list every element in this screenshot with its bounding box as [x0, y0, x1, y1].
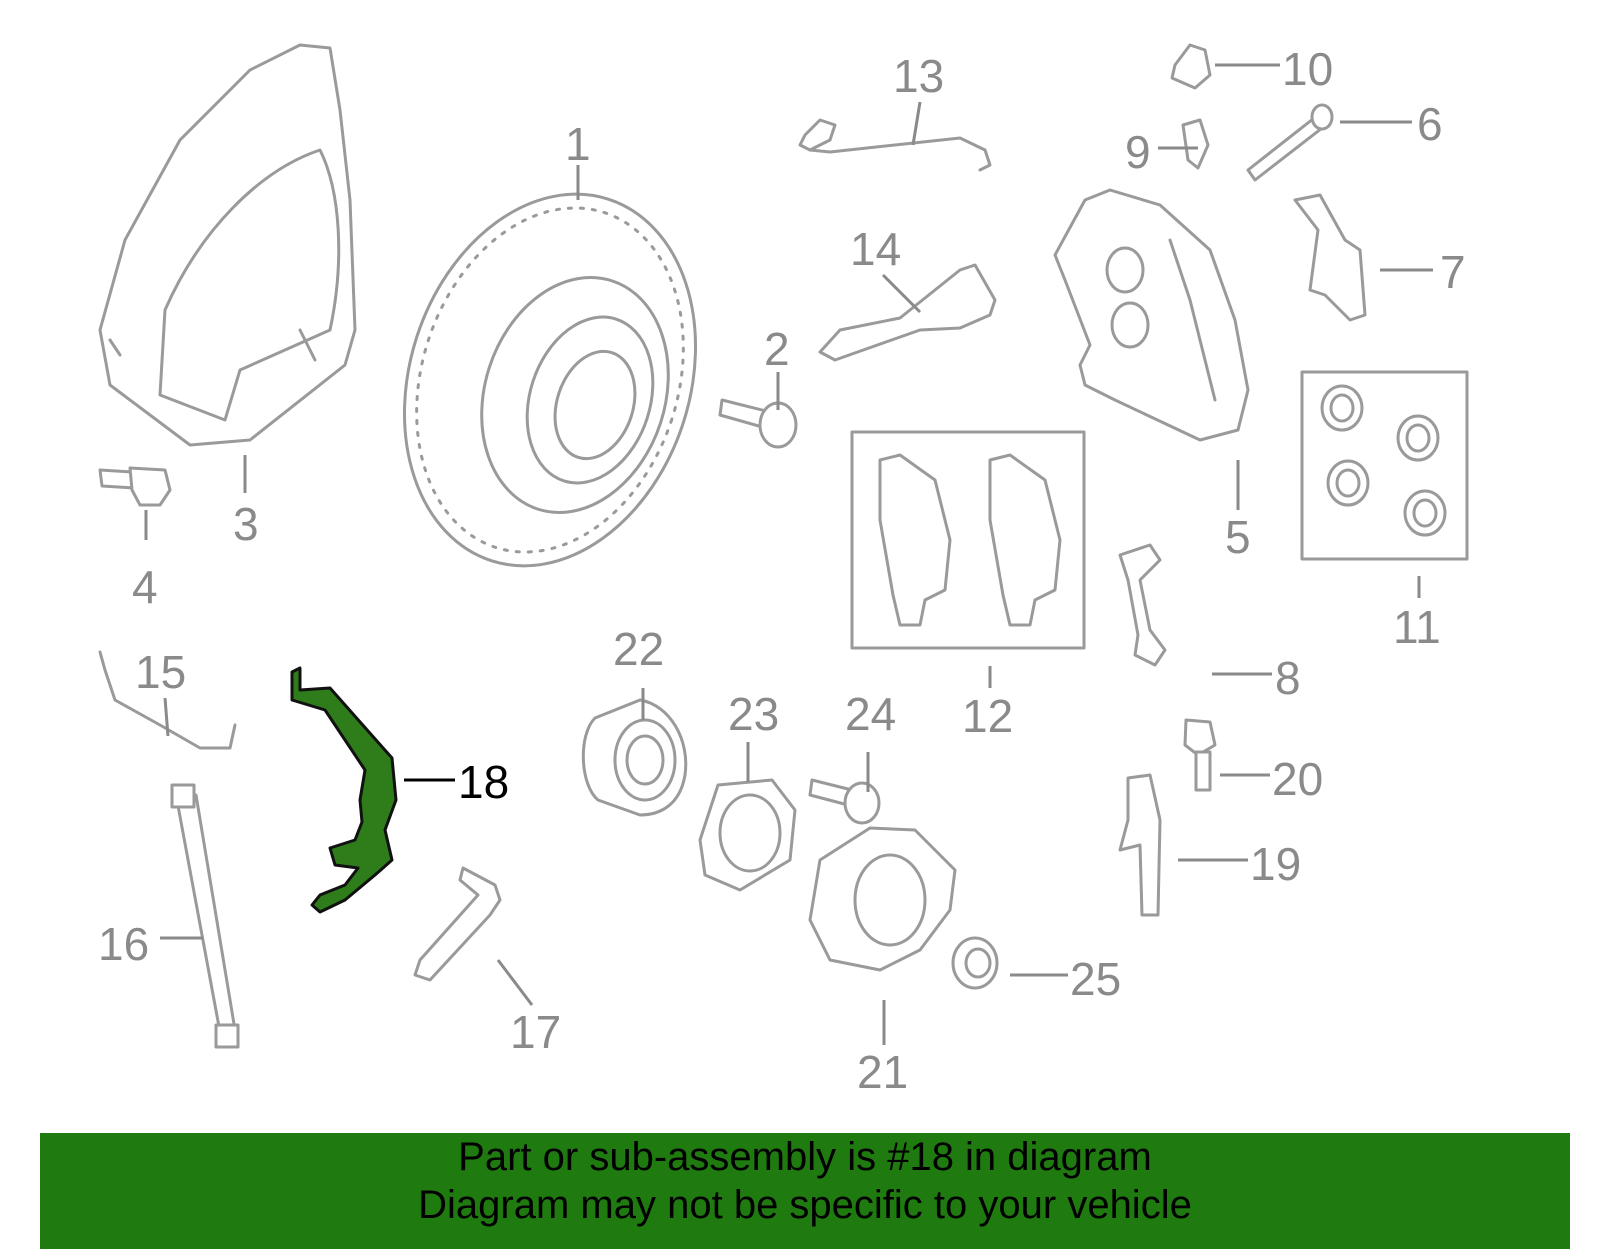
leader-lines	[144, 63, 1433, 1045]
callout-21: 21	[857, 1046, 908, 1098]
part-14-sensor-bracket[interactable]	[818, 263, 997, 362]
callout-6: 6	[1417, 98, 1443, 150]
callout-16: 16	[98, 918, 149, 970]
part-10-clip[interactable]	[1170, 43, 1212, 90]
callout-10: 10	[1282, 43, 1333, 95]
callout-11: 11	[1393, 601, 1441, 653]
callout-9: 9	[1125, 126, 1151, 178]
part-12-pad-set[interactable]	[850, 430, 1086, 650]
callout-3: 3	[233, 498, 259, 550]
part-11-seal-kit[interactable]	[1300, 370, 1469, 561]
callout-5: 5	[1225, 511, 1251, 563]
callout-23: 23	[728, 688, 779, 740]
callout-1: 1	[565, 118, 591, 170]
callout-24: 24	[845, 688, 896, 740]
banner-line-1: Part or sub-assembly is #18 in diagram	[458, 1135, 1152, 1179]
part-24-bolt[interactable]	[808, 778, 881, 825]
part-2-bolt[interactable]	[718, 398, 798, 449]
callout-12: 12	[962, 690, 1013, 742]
callout-13: 13	[893, 50, 944, 102]
part-20-bolt[interactable]	[1183, 718, 1217, 792]
part-8-pin[interactable]	[1118, 543, 1167, 667]
part-19-clip[interactable]	[1118, 773, 1162, 917]
part-18-bracket[interactable]	[290, 666, 398, 914]
callout-17: 17	[510, 1006, 561, 1058]
part-13-wear-sensor[interactable]	[798, 118, 992, 172]
part-23-gasket[interactable]	[698, 778, 797, 892]
part-25-nut[interactable]	[951, 936, 999, 990]
part-7-spring[interactable]	[1293, 193, 1367, 322]
info-banner: Part or sub-assembly is #18 in diagram D…	[40, 1133, 1570, 1249]
part-17-sensor[interactable]	[413, 866, 502, 982]
part-9-bleeder[interactable]	[1181, 118, 1210, 170]
part-16-rod[interactable]	[170, 783, 240, 1049]
callout-25: 25	[1070, 953, 1121, 1005]
part-5-caliper[interactable]	[1053, 188, 1250, 442]
callout-7: 7	[1440, 246, 1466, 298]
callout-20: 20	[1272, 753, 1323, 805]
callout-14: 14	[850, 223, 901, 275]
callout-4: 4	[132, 561, 158, 613]
part-22-bearing[interactable]	[581, 698, 688, 817]
banner-line-2: Diagram may not be specific to your vehi…	[418, 1183, 1192, 1227]
callout-22: 22	[613, 623, 664, 675]
part-6-bolt[interactable]	[1246, 103, 1334, 182]
part-3-dust-shield[interactable]	[98, 43, 357, 447]
part-4-bolt[interactable]	[98, 466, 172, 507]
part-1-brake-rotor[interactable]	[358, 156, 742, 604]
part-21-hub[interactable]	[808, 826, 957, 972]
part-15-sensor[interactable]	[98, 650, 237, 750]
callout-18: 18	[458, 756, 509, 808]
callout-labels: 1 2 3 4 5 6 7 8 9 10 11 12 13 14 15 16 1…	[98, 43, 1466, 1098]
callout-8: 8	[1275, 652, 1301, 704]
callout-19: 19	[1250, 838, 1301, 890]
callout-15: 15	[135, 646, 186, 698]
callout-2: 2	[764, 323, 790, 375]
